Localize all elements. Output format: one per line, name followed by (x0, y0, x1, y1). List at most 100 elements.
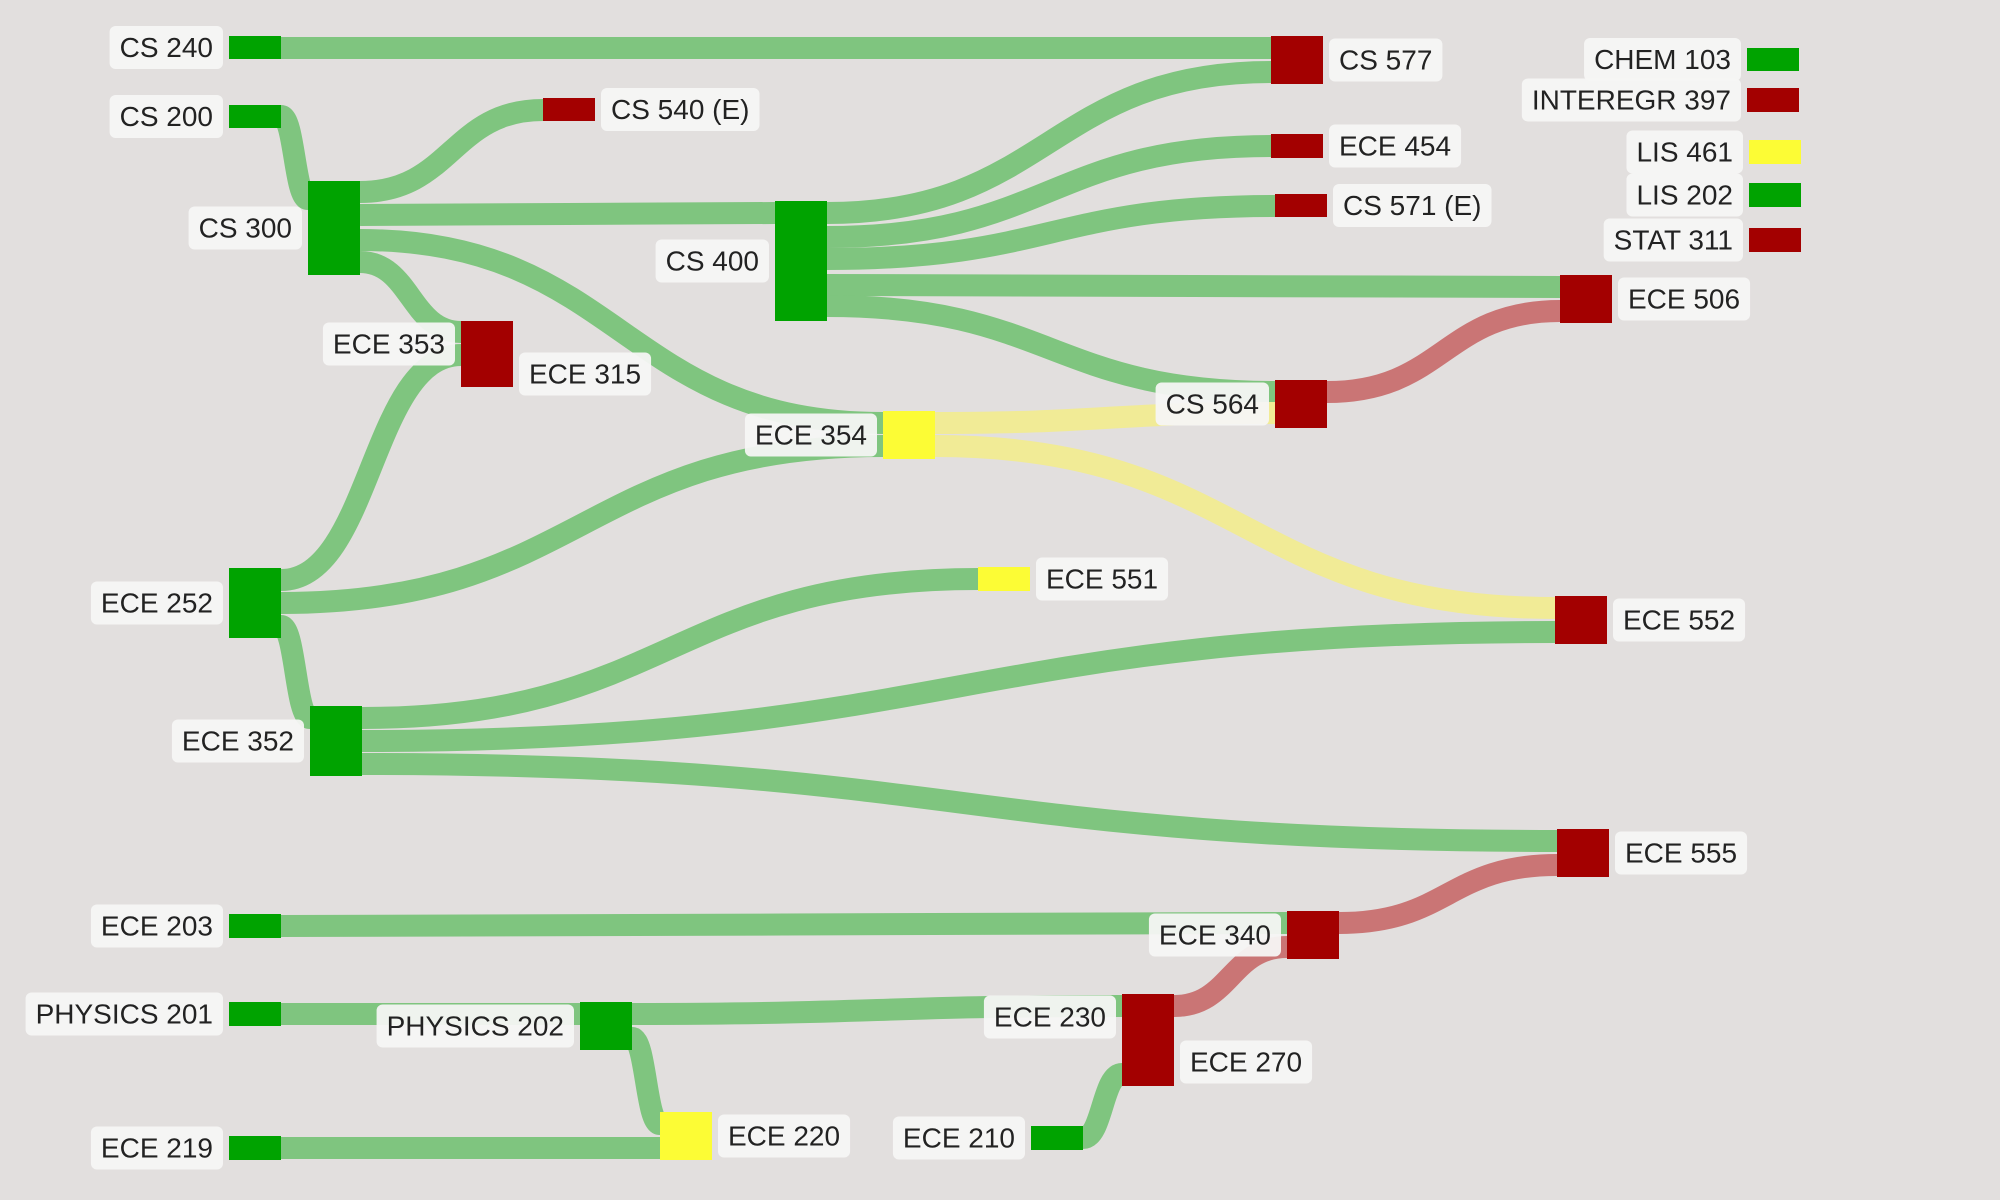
node-ece230[interactable] (1122, 994, 1174, 1086)
node-label-text-cs240: CS 240 (120, 32, 213, 63)
node-ece454[interactable] (1271, 134, 1323, 158)
node-cs200[interactable] (229, 105, 281, 128)
node-ece552[interactable] (1555, 596, 1607, 644)
node-label-text-chem103: CHEM 103 (1594, 44, 1731, 75)
node-label-text-ece219: ECE 219 (101, 1133, 213, 1164)
link-ece252-ece352 (274, 615, 317, 729)
node-label-text-ece354: ECE 354 (755, 420, 867, 451)
link-cs400-ece506 (826, 274, 1561, 298)
node-cs540[interactable] (543, 98, 595, 121)
link-ece352-ece551 (361, 568, 979, 729)
node-label-ece203: ECE 203 (90, 904, 223, 948)
node-label-text-ece315: ECE 315 (529, 359, 641, 390)
node-label-text-physics201: PHYSICS 201 (36, 999, 213, 1030)
link-cs300-cs540 (359, 99, 544, 203)
node-interegr397[interactable] (1747, 88, 1799, 112)
node-ece555[interactable] (1557, 829, 1609, 877)
node-label-text-interegr397: INTEREGR 397 (1532, 85, 1731, 116)
legend-label-chem103: CHEM 103 (1584, 38, 1741, 81)
node-cs300[interactable] (308, 181, 360, 275)
node-ece220[interactable] (660, 1112, 712, 1160)
node-label-ece551: ECE 551 (1036, 557, 1169, 601)
node-label-text-ece252: ECE 252 (101, 588, 213, 619)
node-label-ece270: ECE 270 (1180, 1040, 1313, 1084)
node-label-ece340: ECE 340 (1148, 913, 1281, 957)
link-ece252-ece353 (279, 344, 463, 591)
node-label-text-ece551: ECE 551 (1046, 564, 1158, 595)
node-label-text-ece506: ECE 506 (1628, 284, 1740, 315)
node-ece210[interactable] (1031, 1126, 1083, 1150)
link-physics202-ece220 (625, 1027, 667, 1135)
node-label-text-ece270: ECE 270 (1190, 1047, 1302, 1078)
node-cs400[interactable] (775, 201, 827, 321)
link-cs200-cs300 (274, 105, 315, 210)
node-ece353[interactable] (461, 321, 513, 387)
link-cs400-cs577 (826, 61, 1272, 224)
node-label-text-ece340: ECE 340 (1159, 920, 1271, 951)
node-label-text-ece210: ECE 210 (903, 1123, 1015, 1154)
link-cs300-ece354 (359, 229, 884, 434)
node-label-text-cs200: CS 200 (120, 101, 213, 132)
node-label-physics201: PHYSICS 201 (25, 992, 223, 1036)
node-ece219[interactable] (229, 1136, 281, 1160)
node-label-ece354: ECE 354 (744, 413, 877, 457)
node-lis461[interactable] (1749, 140, 1801, 164)
node-ece340[interactable] (1287, 911, 1339, 959)
node-ece352[interactable] (310, 706, 362, 776)
node-physics202[interactable] (580, 1002, 632, 1050)
node-label-text-ece555: ECE 555 (1625, 838, 1737, 869)
link-cs400-ece454 (826, 135, 1272, 248)
node-label-ece506: ECE 506 (1618, 277, 1751, 321)
node-label-ece454: ECE 454 (1329, 124, 1462, 168)
node-stat311[interactable] (1749, 228, 1801, 252)
node-label-ece353: ECE 353 (322, 322, 455, 366)
node-label-cs571: CS 571 (E) (1333, 184, 1492, 227)
node-label-ece315: ECE 315 (519, 352, 652, 396)
link-cs564-ece506 (1326, 300, 1561, 403)
node-label-text-cs564: CS 564 (1166, 389, 1259, 420)
link-ece203-ece340 (280, 912, 1288, 937)
node-label-text-lis202: LIS 202 (1636, 180, 1733, 211)
node-label-ece220: ECE 220 (718, 1114, 851, 1158)
link-ece352-ece552 (361, 621, 1556, 752)
node-ece252[interactable] (229, 568, 281, 638)
legend-label-lis202: LIS 202 (1626, 173, 1743, 217)
node-label-text-cs571: CS 571 (E) (1343, 190, 1482, 221)
node-label-cs240: CS 240 (109, 26, 223, 69)
node-chem103[interactable] (1747, 48, 1799, 71)
node-label-text-cs577: CS 577 (1339, 45, 1432, 76)
link-ece354-ece552 (934, 435, 1556, 619)
node-label-cs200: CS 200 (109, 95, 223, 138)
node-label-text-ece352: ECE 352 (182, 726, 294, 757)
node-cs571[interactable] (1275, 194, 1327, 217)
node-ece551[interactable] (978, 567, 1030, 591)
node-label-cs300: CS 300 (188, 206, 302, 250)
legend-label-interegr397: INTEREGR 397 (1521, 78, 1741, 122)
node-label-text-ece230: ECE 230 (994, 1002, 1106, 1033)
link-ece340-ece555 (1338, 854, 1558, 934)
node-ece354[interactable] (883, 411, 935, 459)
node-label-text-cs400: CS 400 (666, 246, 759, 277)
nodes-layer (229, 36, 1801, 1160)
node-label-text-cs300: CS 300 (199, 213, 292, 244)
node-cs240[interactable] (229, 36, 281, 59)
node-label-cs540: CS 540 (E) (601, 88, 760, 131)
node-physics201[interactable] (229, 1002, 281, 1026)
node-label-text-physics202: PHYSICS 202 (387, 1011, 564, 1042)
node-label-text-cs540: CS 540 (E) (611, 94, 750, 125)
link-cs400-cs564 (826, 295, 1276, 403)
node-lis202[interactable] (1749, 183, 1801, 207)
node-label-text-ece353: ECE 353 (333, 329, 445, 360)
node-label-ece555: ECE 555 (1615, 831, 1748, 875)
link-cs300-cs400 (359, 202, 776, 226)
link-cs400-cs571 (826, 195, 1276, 270)
link-cs300-ece353 (359, 251, 462, 343)
node-label-ece219: ECE 219 (90, 1126, 223, 1170)
node-label-text-lis461: LIS 461 (1636, 137, 1733, 168)
node-ece506[interactable] (1560, 275, 1612, 323)
node-cs564[interactable] (1275, 380, 1327, 428)
node-label-ece230: ECE 230 (983, 995, 1116, 1039)
node-cs577[interactable] (1271, 36, 1323, 84)
node-ece203[interactable] (229, 914, 281, 938)
